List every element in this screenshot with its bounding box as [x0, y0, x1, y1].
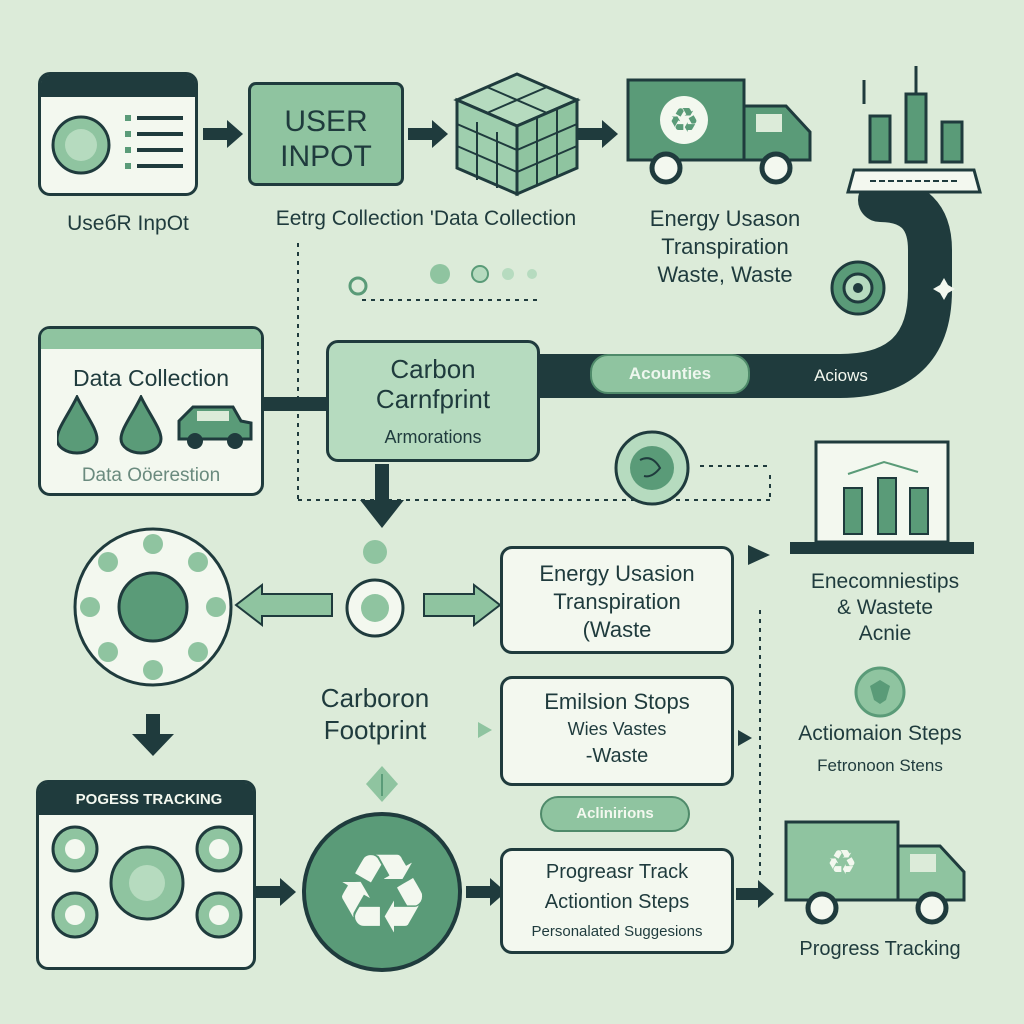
energy-caption-line1: Energy Usason — [649, 206, 801, 231]
truck-caption: Progress Tracking — [799, 938, 961, 960]
energy-caption-line3: Waste, Waste — [657, 262, 793, 287]
browser-window-icon — [51, 115, 183, 175]
laptop-chart-icon — [790, 440, 974, 554]
right-caption1-line3: Acnie — [858, 622, 912, 645]
progress-tracking-panel: POGESS TRACKING — [36, 780, 256, 970]
gear-icon — [830, 260, 886, 316]
arrow-bottom-3 — [736, 880, 774, 908]
emission-box-line1: Emilsion Stops — [544, 689, 690, 714]
link-dc-carbon — [262, 397, 328, 411]
user-input-box-label: USER INPOT — [280, 105, 372, 173]
data-collection-footer: Data Oöerestion — [81, 465, 221, 486]
progress-steps-line2: Actiontion Steps — [544, 891, 690, 913]
svg-text:♻: ♻ — [333, 830, 432, 958]
user-input-box: USER INPOT — [248, 82, 404, 186]
shield-icon — [854, 666, 906, 718]
road-path — [518, 178, 952, 398]
right-caption2-line1: Actiomaion Steps — [798, 722, 962, 745]
browser-title-bar — [41, 75, 195, 97]
globe-icon — [614, 430, 690, 506]
emission-box-line3: -Waste — [585, 745, 649, 767]
emission-box: Emilsion Stops Wies Vastes -Waste — [500, 676, 734, 786]
pie-charts-icon — [51, 825, 243, 939]
energy-box-line1: Energy Usasion — [539, 561, 695, 586]
aclinirions-pill: Aclinirions — [540, 796, 690, 832]
arrow-green-left — [234, 582, 333, 628]
small-icons-row — [348, 264, 537, 296]
delivery-truck-icon: ♻ — [784, 820, 966, 925]
user-input-caption: UseбR InpOt — [67, 212, 189, 235]
arrow-green-right — [423, 582, 502, 628]
arrow-down-carbon — [360, 464, 404, 528]
collection-caption: Eetrg Collection 'Data Collection — [275, 207, 577, 230]
sparkle-icon — [933, 278, 955, 300]
emission-box-line2: Wies Vastes — [567, 719, 667, 739]
progress-title: POGESS TRACKING — [75, 791, 223, 808]
arrow-small-right-2 — [738, 730, 752, 746]
data-collection-panel: Data Collection Data Oöerestion — [38, 326, 264, 496]
arrow-down-left — [132, 714, 174, 756]
carbon-footprint-line2: Footprint — [323, 715, 427, 745]
energy-box-line3: (Waste — [582, 617, 652, 642]
right-caption2-line2: Fetronoon Stens — [817, 756, 943, 775]
car-icon — [177, 405, 253, 449]
arrow-bottom-2 — [466, 878, 506, 906]
arrow-small-right-3 — [478, 722, 492, 738]
data-collection-title: Data Collection — [73, 365, 229, 391]
carbon-footprint-line1: Carboron — [320, 683, 430, 713]
carbon-box: Carbon Carnfprint Armorations — [326, 340, 540, 462]
recycle-truck-icon: ♻ — [626, 78, 812, 185]
actions-label: Aciows — [814, 366, 868, 385]
progress-title-bar — [39, 783, 253, 815]
leaf-icon — [366, 766, 398, 802]
svg-text:♻: ♻ — [669, 101, 699, 141]
carbon-title-line1: Carbon — [390, 354, 476, 384]
arrow-top-2 — [408, 120, 448, 148]
right-caption1-line2: & Wastete — [836, 596, 934, 619]
carbon-title-line2: Carnfprint — [375, 384, 491, 414]
cycle-ring-icon — [73, 527, 233, 687]
arrow-small-right — [748, 545, 770, 565]
progress-steps-line3: Personalated Suggesions — [531, 923, 703, 940]
water-drop-icon — [57, 395, 163, 455]
arrow-top-1 — [203, 120, 243, 148]
carbon-subtitle: Armorations — [384, 427, 482, 447]
activities-pill: Acounties — [590, 354, 750, 394]
bar-chart-icon — [846, 66, 982, 194]
arrow-top-3 — [578, 120, 618, 148]
energy-caption-line2: Transpiration — [661, 234, 789, 259]
right-caption1-line1: Enecomniestips — [810, 570, 960, 593]
progress-steps-line1: Progreasr Track — [545, 861, 689, 883]
arrow-bottom-1 — [256, 878, 296, 906]
recycle-icon: ♻ — [302, 812, 462, 972]
center-node-icon — [345, 540, 405, 638]
cube-icon — [453, 72, 581, 197]
progress-steps-box: Progreasr Track Actiontion Steps Persona… — [500, 848, 734, 954]
energy-box: Energy Usasion Transpiration (Waste — [500, 546, 734, 654]
energy-box-line2: Transpiration — [553, 589, 681, 614]
panel-title-bar — [41, 329, 261, 349]
browser-window-panel — [38, 72, 198, 196]
svg-text:♻: ♻ — [827, 843, 857, 883]
